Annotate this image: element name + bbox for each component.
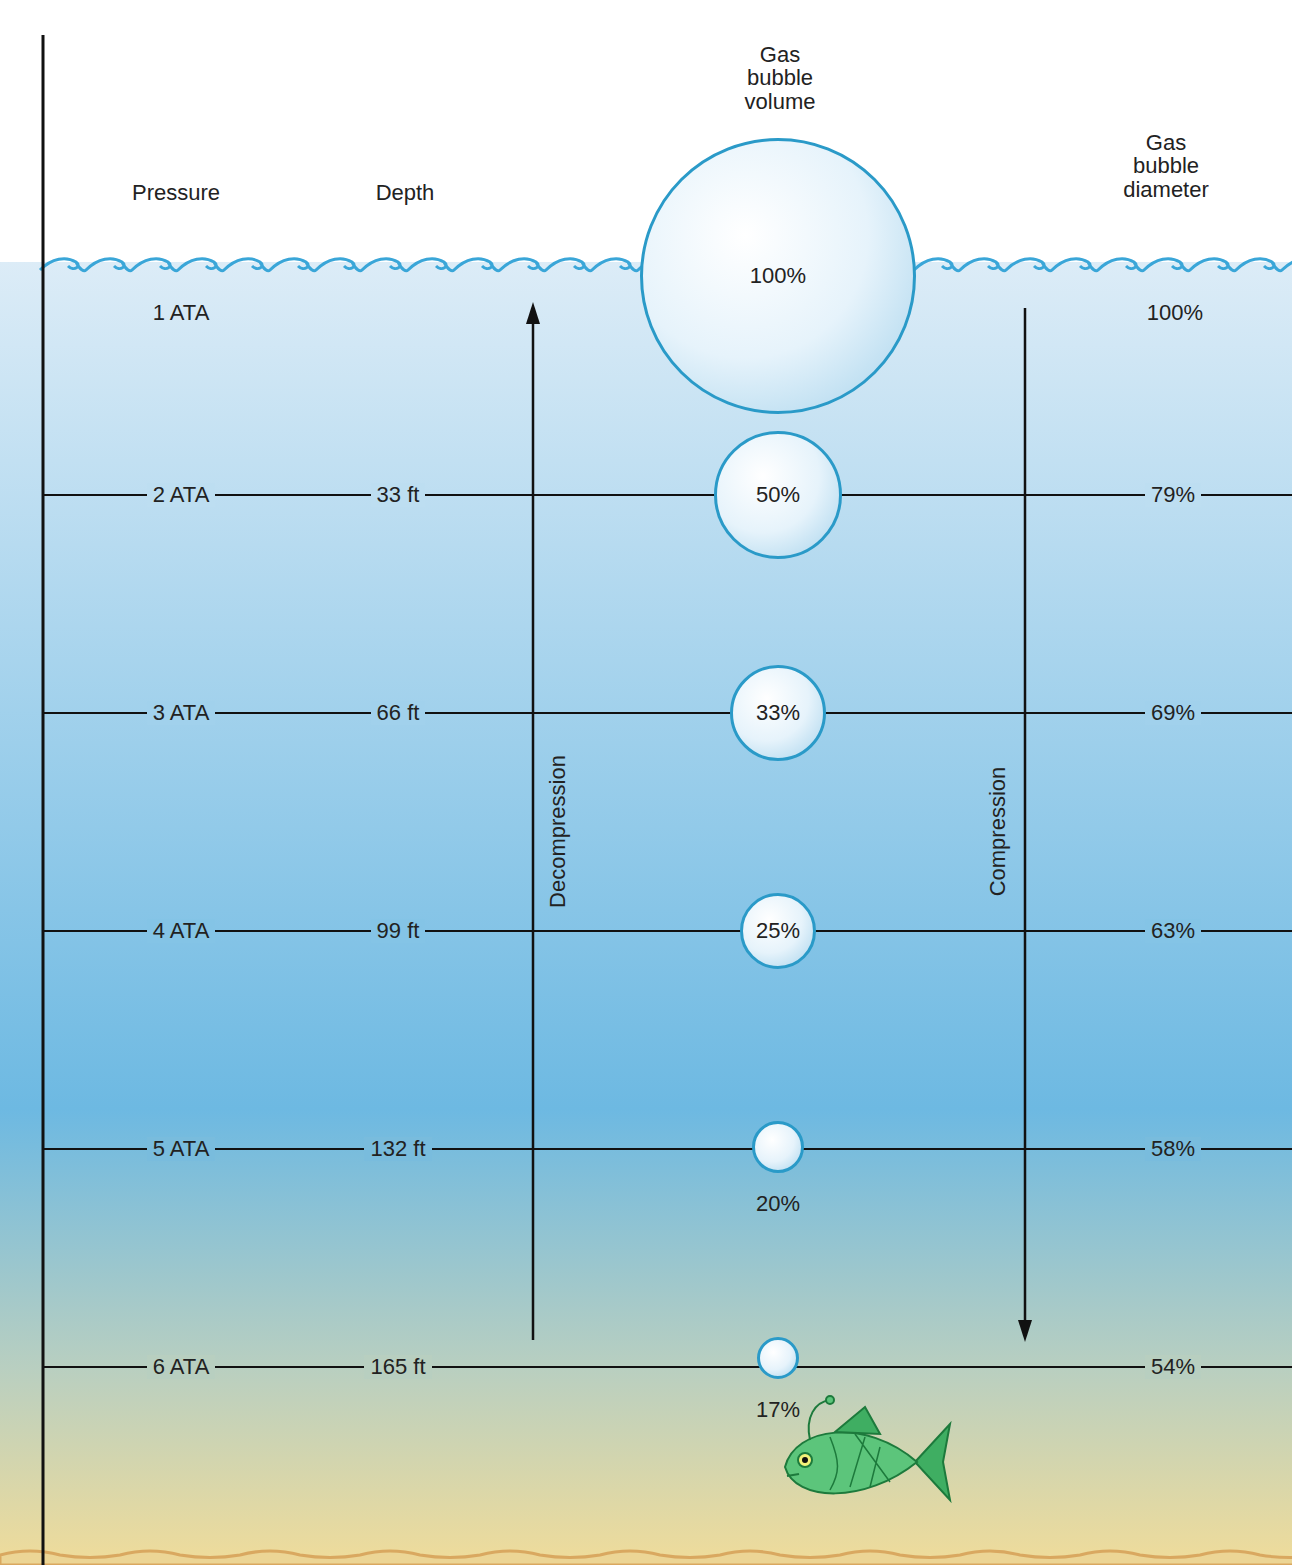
scale-value: 66 ft [371, 701, 426, 724]
column-heading: Gas bubble diameter [1116, 131, 1216, 200]
column-heading: Gas bubble volume [735, 43, 825, 112]
water-body [0, 262, 1292, 1565]
scale-value: 6 ATA [147, 1355, 216, 1378]
bubble-outline [757, 1337, 799, 1379]
scale-value: 54% [1145, 1355, 1201, 1378]
bubble-volume-percent: 33% [756, 700, 800, 726]
arrow-label: Decompression [545, 756, 568, 909]
column-heading: Pressure [132, 181, 220, 204]
gas-bubble: 20% [752, 1121, 804, 1173]
bubble-volume-percent: 25% [756, 918, 800, 944]
scale-value: 79% [1145, 483, 1201, 506]
axis-line [42, 35, 45, 1565]
bubble-volume-percent: 17% [756, 1397, 800, 1423]
scale-value: 2 ATA [147, 483, 216, 506]
scale-value: 132 ft [364, 1137, 431, 1160]
fish-illustration [785, 1396, 950, 1500]
bubble-volume-percent: 20% [756, 1191, 800, 1217]
scale-value: 4 ATA [147, 919, 216, 942]
scale-value: 63% [1145, 919, 1201, 942]
decompression-arrow [526, 302, 540, 1340]
bubble-outline [752, 1121, 804, 1173]
scale-value: 33 ft [371, 483, 426, 506]
scale-value: 165 ft [364, 1355, 431, 1378]
scale-value: 100% [1147, 301, 1203, 324]
gas-bubble: 100% [640, 138, 916, 414]
sea-floor [0, 1551, 1292, 1565]
scale-value: 58% [1145, 1137, 1201, 1160]
scale-value: 1 ATA [153, 301, 210, 324]
scale-value: 5 ATA [147, 1137, 216, 1160]
gas-bubble: 25% [740, 893, 816, 969]
arrow-label: Compression [986, 767, 1009, 897]
scale-value: 69% [1145, 701, 1201, 724]
column-heading: Depth [376, 181, 435, 204]
compression-arrow [1018, 308, 1032, 1342]
bubble-volume-percent: 100% [750, 263, 806, 289]
gas-bubble: 50% [714, 431, 842, 559]
gas-bubble: 33% [730, 665, 826, 761]
scale-value: 99 ft [371, 919, 426, 942]
bubble-volume-percent: 50% [756, 482, 800, 508]
gas-bubble: 17% [757, 1337, 799, 1379]
scale-value: 3 ATA [147, 701, 216, 724]
depth-lines [43, 495, 1292, 1367]
